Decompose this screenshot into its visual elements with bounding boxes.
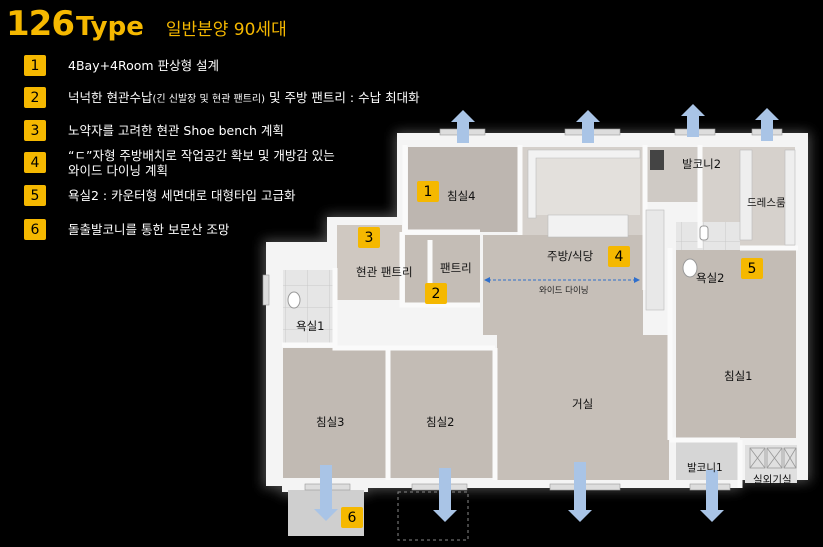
- feature-text: 넉넉한 현관수납(긴 신발장 및 현관 팬트리) 및 주방 팬트리 : 수납 최…: [68, 90, 420, 107]
- room-label-pantry: 팬트리: [440, 261, 472, 275]
- room-label-balcony2: 발코니2: [682, 157, 722, 171]
- type-number: 126: [6, 4, 75, 44]
- plan-badge-4: 4: [608, 246, 630, 267]
- room-label-bedroom2: 침실2: [426, 415, 455, 429]
- feature-badge: 1: [24, 55, 46, 76]
- feature-text: 4Bay+4Room 판상형 설계: [68, 58, 220, 73]
- plan-badge-2: 2: [425, 283, 447, 304]
- wide-dining-arrow: [484, 277, 640, 283]
- feature-text: “ㄷ”자형 주방배치로 작업공간 확보 및 개방감 있는 와이드 다이닝 계획: [68, 148, 335, 178]
- feature-item-1: 1 4Bay+4Room 판상형 설계: [24, 55, 219, 76]
- feature-item-6: 6 돌출발코니를 통한 보문산 조망: [24, 219, 229, 240]
- room-label-entrance-pantry: 현관 팬트리: [356, 265, 413, 279]
- feature-text-tail: 및 주방 팬트리 : 수납 최대화: [265, 90, 420, 105]
- ventilation-arrows-down: [314, 462, 724, 522]
- interior-walls: [282, 145, 798, 488]
- room-label-bath1: 욕실1: [296, 319, 325, 333]
- feature-item-3: 3 노약자를 고려한 현관 Shoe bench 계획: [24, 120, 284, 141]
- room-label-bedroom4: 침실4: [447, 189, 476, 203]
- toilet-icon: [699, 225, 709, 241]
- room-label-bath2: 욕실2: [696, 271, 725, 285]
- ventilation-arrows-up: [451, 104, 779, 143]
- plan-badge-3: 3: [358, 227, 380, 248]
- plan-badge-1: 1: [417, 181, 439, 202]
- plan-badge-5: 5: [741, 258, 763, 279]
- room-label-kitchen: 주방/식당: [547, 249, 594, 263]
- feature-badge: 6: [24, 219, 46, 240]
- room-label-balcony1: 발코니1: [687, 462, 723, 474]
- feature-badge: 2: [24, 87, 46, 108]
- room-label-dressroom: 드레스룸: [747, 197, 786, 209]
- dressroom-shelf: [739, 149, 753, 241]
- feature-text: 노약자를 고려한 현관 Shoe bench 계획: [68, 123, 284, 138]
- type-word: Type: [75, 12, 144, 42]
- feature-item-5: 5 욕실2 : 카운터형 세면대로 대형타입 고급화: [24, 185, 296, 206]
- feature-text-main: 넉넉한 현관수납: [68, 90, 153, 105]
- room-label-wide-dining: 와이드 다이닝: [539, 286, 589, 296]
- room-label-living: 거실: [572, 397, 594, 411]
- feature-text-small: (긴 신발장 및 현관 팬트리): [152, 94, 266, 105]
- toilet-icon: [287, 291, 301, 309]
- feature-badge: 5: [24, 185, 46, 206]
- feature-text: 돌출발코니를 통한 보문산 조망: [68, 222, 230, 237]
- feature-badge: 3: [24, 120, 46, 141]
- room-label-outdoor-unit: 실외기실: [753, 474, 792, 486]
- room-label-bedroom3: 침실3: [316, 415, 345, 429]
- type-subtitle: 일반분양 90세대: [165, 20, 287, 40]
- feature-item-2: 2 넉넉한 현관수납(긴 신발장 및 현관 팬트리) 및 주방 팬트리 : 수납…: [24, 87, 420, 108]
- toilet-icon: [682, 258, 698, 278]
- page-title: 126 Type 일반분양 90세대: [6, 4, 287, 44]
- room-label-bedroom1: 침실1: [724, 369, 753, 383]
- dressroom-shelf: [784, 149, 796, 246]
- plan-badge-6: 6: [341, 507, 363, 528]
- feature-text: 욕실2 : 카운터형 세면대로 대형타입 고급화: [68, 188, 296, 203]
- outdoor-unit-grid: [749, 447, 797, 469]
- kitchen-counters: [527, 149, 665, 311]
- feature-badge: 4: [24, 152, 46, 173]
- feature-item-4: 4 “ㄷ”자형 주방배치로 작업공간 확보 및 개방감 있는 와이드 다이닝 계…: [24, 148, 335, 178]
